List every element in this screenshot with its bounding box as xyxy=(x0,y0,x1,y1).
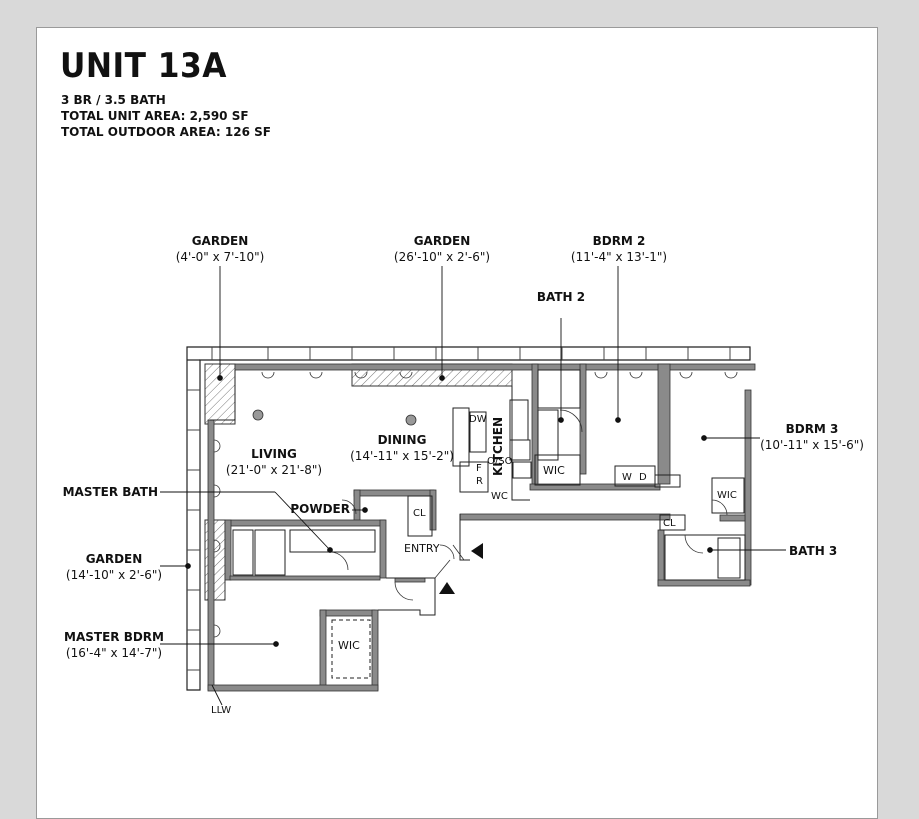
garden-west-dims: (14'-10" x 2'-6") xyxy=(65,568,163,582)
living-name: LIVING xyxy=(251,447,297,461)
dining-dims: (14'-11" x 15'-2") xyxy=(350,449,454,463)
master-bdrm-name: MASTER BDRM xyxy=(64,630,164,644)
wic-master-label: WIC xyxy=(338,639,360,652)
entry-name: ENTRY xyxy=(404,542,440,555)
dishwasher-label: DW xyxy=(469,414,487,425)
unit-title: UNIT 13A xyxy=(60,46,227,86)
dining-name: DINING xyxy=(377,433,427,447)
terrace-posts xyxy=(187,347,731,671)
bath2-name: BATH 2 xyxy=(536,290,586,304)
wic-bdrm3-label: WIC xyxy=(717,490,737,501)
bdrm2-dims: (11'-4" x 13'-1") xyxy=(570,250,668,264)
bath3-name: BATH 3 xyxy=(789,544,838,558)
garden-west-top-dims: (4'-0" x 7'-10") xyxy=(175,250,265,264)
bdrm3-dims: (10'-11" x 15'-6") xyxy=(760,438,864,452)
garden-north-name: GARDEN xyxy=(413,234,471,248)
bdrm2-name: BDRM 2 xyxy=(592,234,646,248)
fridge-f-label: F xyxy=(476,463,482,474)
bedrooms-baths: 3 BR / 3.5 BATH xyxy=(61,93,166,107)
ceiling-lights xyxy=(252,409,417,426)
oven-label: O/SO xyxy=(487,456,513,467)
bdrm3-name: BDRM 3 xyxy=(785,422,839,436)
washer-label: W xyxy=(622,472,632,483)
entry-arrows xyxy=(439,543,483,594)
garden-north-dims: (26'-10" x 2'-6") xyxy=(393,250,491,264)
interior-walls xyxy=(207,363,756,692)
garden-west-top-name: GARDEN xyxy=(191,234,249,248)
closet-label: CL xyxy=(413,508,426,519)
garden-west-name: GARDEN xyxy=(85,552,143,566)
closet-bath3-label: CL xyxy=(663,518,676,529)
window-marks xyxy=(213,371,738,638)
master-bdrm-dims: (16'-4" x 14'-7") xyxy=(65,646,163,660)
room-outlines xyxy=(210,369,746,679)
total-unit-area: TOTAL UNIT AREA: 2,590 SF xyxy=(61,109,249,123)
leader-lines xyxy=(160,266,786,706)
wic-bdrm2-label: WIC xyxy=(543,464,565,477)
dryer-label: D xyxy=(639,472,647,483)
powder-name: POWDER xyxy=(290,502,350,516)
llw-label: LLW xyxy=(211,705,232,716)
floor-plan-sheet xyxy=(36,27,878,819)
garden-hatching xyxy=(204,363,513,601)
fridge-r-label: R xyxy=(476,476,483,487)
floor-plan-drawing xyxy=(160,266,786,706)
exterior-boundary xyxy=(186,346,751,691)
master-bath-name: MASTER BATH xyxy=(62,485,158,499)
door-swings xyxy=(329,409,728,601)
wc-label: WC xyxy=(491,491,508,502)
living-dims: (21'-0" x 21'-8") xyxy=(225,463,323,477)
total-outdoor-area: TOTAL OUTDOOR AREA: 126 SF xyxy=(61,125,271,139)
